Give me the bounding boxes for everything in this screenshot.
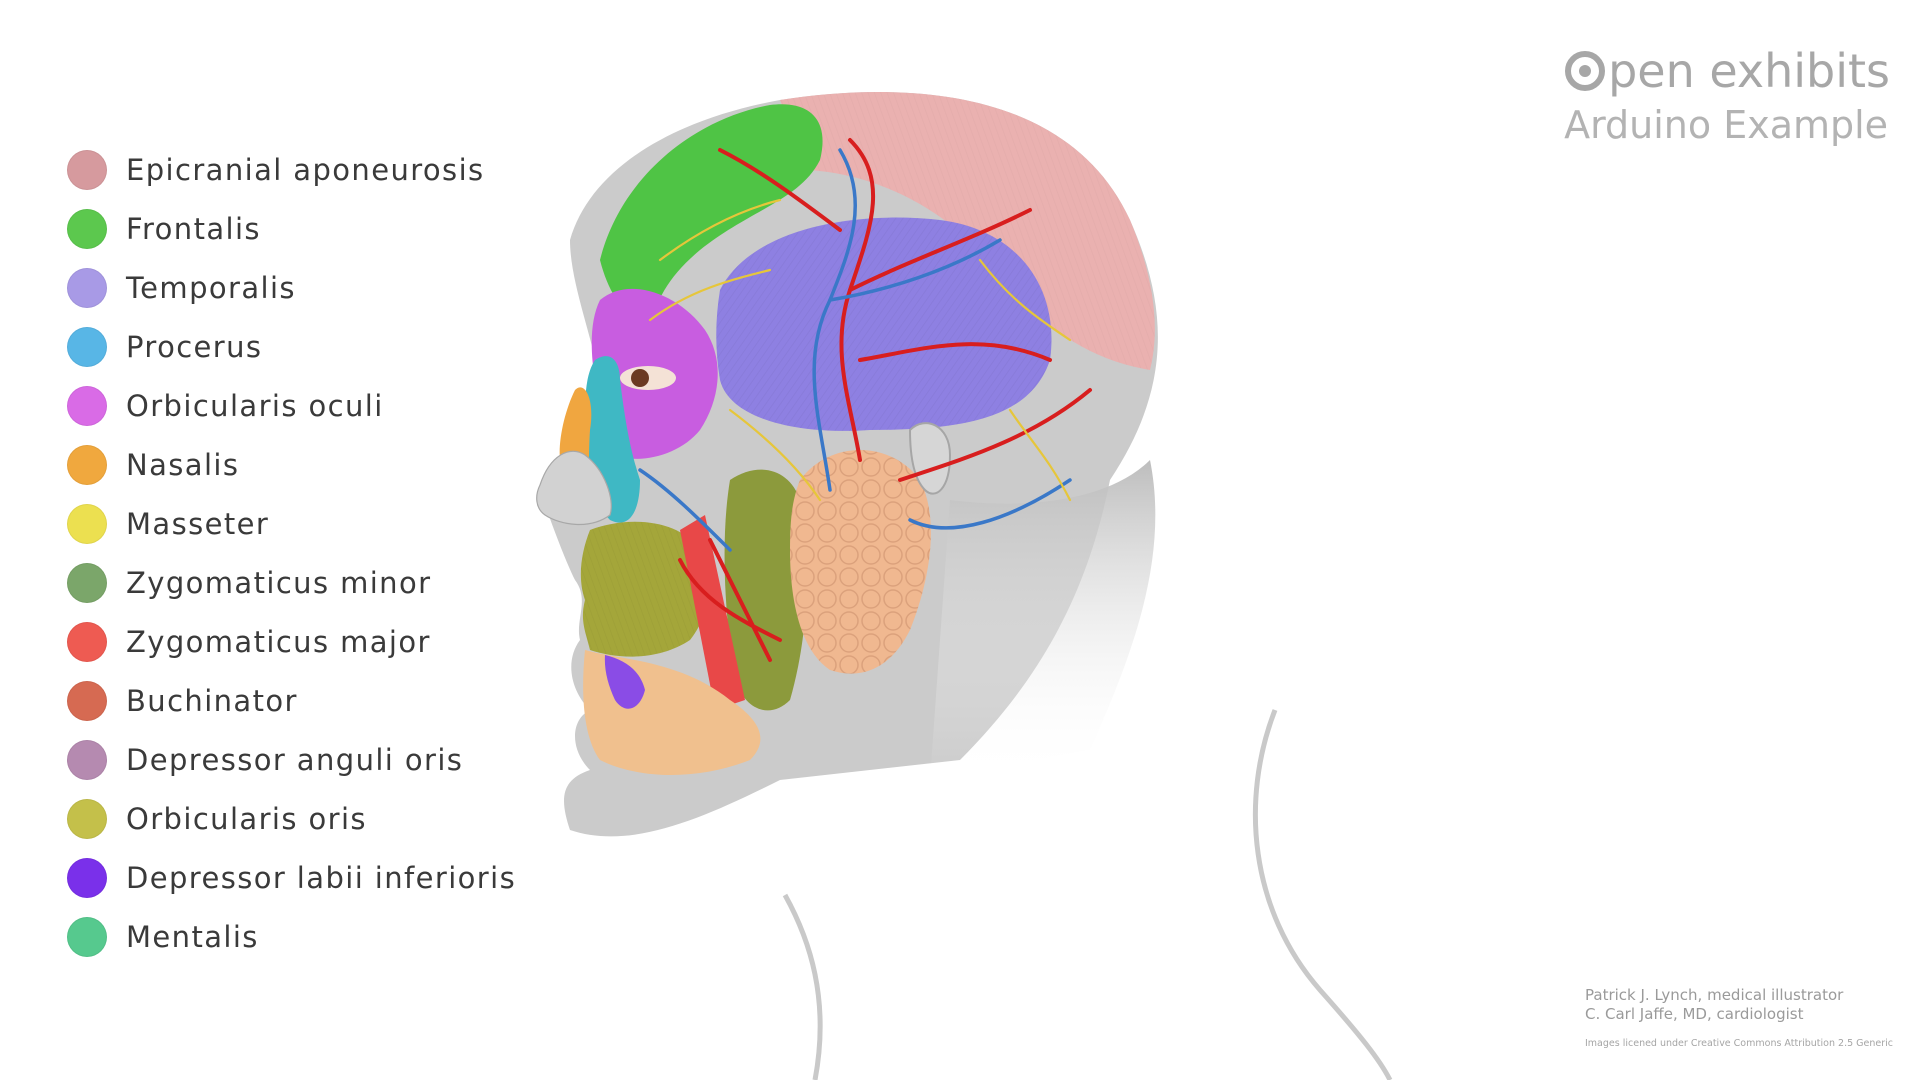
legend-item-temporalis[interactable]: Temporalis [67,258,516,317]
legend-color-swatch [67,444,107,485]
legend-label: Nasalis [126,447,240,482]
legend-color-swatch [67,267,107,308]
legend-item-orbicularis-oris[interactable]: Orbicularis oris [67,789,516,848]
legend-color-swatch [67,680,107,721]
zygomaticus-major-region [680,515,745,710]
legend-item-buchinator[interactable]: Buchinator [67,671,516,730]
credits-block: Patrick J. Lynch, medical illustrator C.… [1585,986,1893,1050]
neck-front-outline [782,893,823,1080]
nerves [648,198,1072,502]
legend-item-mentalis[interactable]: Mentalis [67,907,516,966]
legend-item-frontalis[interactable]: Frontalis [67,199,516,258]
legend-label: Frontalis [126,211,261,246]
legend-label: Epicranial aponeurosis [126,152,485,187]
legend-item-zygomaticus-minor[interactable]: Zygomaticus minor [67,553,516,612]
open-exhibits-logo-icon [1565,51,1606,91]
arteries [678,138,1092,662]
legend-label: Orbicularis oculi [126,388,384,423]
legend-item-depressor-anguli-oris[interactable]: Depressor anguli oris [67,730,516,789]
legend-label: Depressor anguli oris [126,742,464,777]
legend-label: Procerus [126,329,263,364]
legend-color-swatch [67,562,107,603]
nose [536,450,612,526]
legend-color-swatch [67,798,107,839]
legend-label: Mentalis [126,919,259,954]
depressor-labii-inferioris-region [604,655,645,709]
ear [908,422,952,495]
legend-label: Depressor labii inferioris [126,860,517,895]
brand-title: pen exhibits [1608,44,1890,98]
neck-back-outline [1252,709,1393,1080]
legend-item-procerus[interactable]: Procerus [67,317,516,376]
neck-shading [930,460,1156,780]
legend-item-epicranial-aponeurosis[interactable]: Epicranial aponeurosis [67,140,516,199]
legend-color-swatch [67,916,107,957]
license-text: Images licened under Creative Commons At… [1585,1038,1893,1049]
credit-cardiologist: C. Carl Jaffe, MD, cardiologist [1585,1005,1804,1023]
brand-block: pen exhibits Arduino Example [1564,42,1890,150]
eye-iris [631,369,649,387]
legend-item-zygomaticus-major[interactable]: Zygomaticus major [67,612,516,671]
legend-label: Temporalis [126,270,296,305]
legend-color-swatch [67,857,107,898]
legend-color-swatch [67,739,107,780]
legend-color-swatch [67,385,107,426]
legend-item-orbicularis-oculi[interactable]: Orbicularis oculi [67,376,516,435]
credit-illustrator: Patrick J. Lynch, medical illustrator [1585,986,1844,1004]
legend-label: Buchinator [126,683,298,718]
legend-color-swatch [67,503,107,544]
legend-item-depressor-labii-inferioris[interactable]: Depressor labii inferioris [67,848,516,907]
legend-item-masseter[interactable]: Masseter [67,494,516,553]
brand-subtitle: Arduino Example [1564,103,1889,147]
legend-color-swatch [67,208,107,249]
legend-color-swatch [67,149,107,190]
brand-title-row: pen exhibits [1564,42,1890,100]
legend-item-nasalis[interactable]: Nasalis [67,435,516,494]
legend-label: Zygomaticus major [126,624,431,659]
legend-color-swatch [67,621,107,662]
legend-label: Zygomaticus minor [126,565,432,600]
veins [638,148,1072,552]
frontalis-region [600,104,823,330]
legend-color-swatch [67,326,107,367]
masseter-region [724,469,807,711]
legend-label: Orbicularis oris [126,801,367,836]
legend-label: Masseter [126,506,270,541]
head-muscles-illustration [530,60,1450,1080]
